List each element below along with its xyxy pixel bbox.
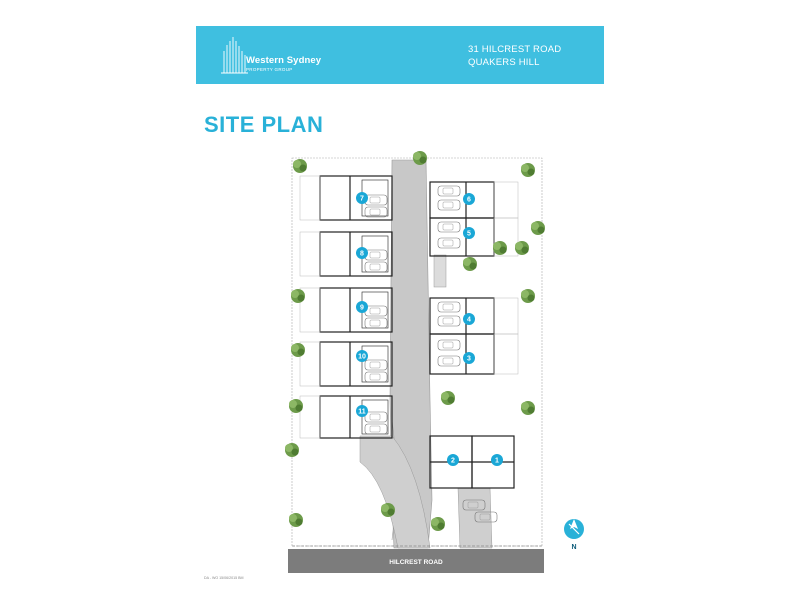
- drawing-footnote: DA - WO 15/06/2015 BM: [204, 576, 244, 580]
- left-units: [299, 175, 393, 439]
- unit-10-plan: [299, 341, 393, 387]
- svg-text:11: 11: [358, 409, 366, 416]
- svg-text:4: 4: [467, 317, 471, 324]
- unit-11-plan: [299, 395, 393, 439]
- header-banner: Western Sydney PROPERTY GROUP 31 HILCRES…: [196, 26, 604, 84]
- unit-marker-9: 9: [356, 301, 368, 313]
- hilcrest-road: [288, 549, 544, 573]
- address-line-1: 31 HILCREST ROAD: [468, 44, 562, 55]
- svg-text:6: 6: [467, 197, 471, 204]
- visitor-parking: [433, 254, 447, 288]
- svg-text:1: 1: [495, 458, 499, 465]
- unit-marker-4: 4: [463, 313, 475, 325]
- north-label: N: [571, 544, 576, 551]
- svg-text:9: 9: [360, 305, 364, 312]
- unit-marker-6: 6: [463, 193, 475, 205]
- brand-name: Western Sydney: [246, 55, 322, 66]
- svg-text:8: 8: [360, 251, 364, 258]
- svg-text:2: 2: [451, 458, 455, 465]
- north-arrow-icon: [564, 519, 584, 539]
- page-title: SITE PLAN: [204, 112, 324, 137]
- unit-7-plan: [299, 175, 393, 221]
- unit-marker-2: 2: [447, 454, 459, 466]
- svg-text:10: 10: [358, 354, 366, 361]
- unit-marker-1: 1: [491, 454, 503, 466]
- lower-driveway-curve: [359, 435, 431, 549]
- svg-text:3: 3: [467, 356, 471, 363]
- unit-markers: 1 2 3 4 5 6 7 8 9 10 11: [356, 192, 503, 466]
- address-line-2: QUAKERS HILL: [468, 57, 540, 68]
- unit-marker-10: 10: [356, 350, 368, 362]
- unit-marker-11: 11: [356, 405, 368, 417]
- road-label: HILCREST ROAD: [389, 559, 443, 566]
- svg-text:5: 5: [467, 231, 471, 238]
- unit-marker-8: 8: [356, 247, 368, 259]
- unit-9-plan: [299, 287, 393, 333]
- unit-marker-5: 5: [463, 227, 475, 239]
- svg-text:7: 7: [360, 196, 364, 203]
- building-logo-icon: [221, 37, 248, 74]
- unit-8-plan: [299, 231, 393, 277]
- brand-subtitle: PROPERTY GROUP: [246, 67, 293, 72]
- unit-marker-3: 3: [463, 352, 475, 364]
- unit-marker-7: 7: [356, 192, 368, 204]
- address: 31 HILCREST ROAD QUAKERS HILL: [468, 43, 561, 69]
